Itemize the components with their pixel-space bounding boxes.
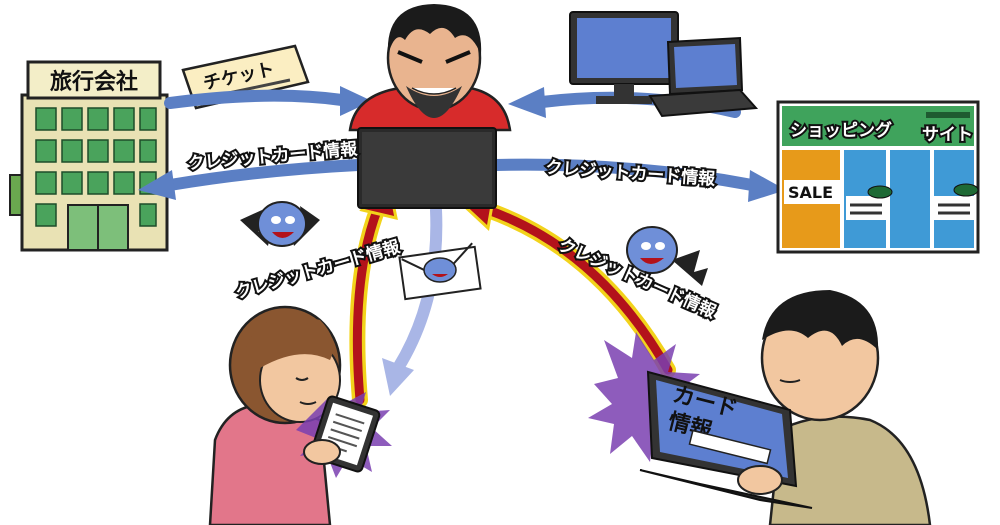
- arrow-head: [340, 86, 372, 116]
- sale-label: SALE: [788, 183, 833, 202]
- arrow-head: [508, 87, 546, 118]
- card-info-label-to-shop: クレジットカード情報: [545, 157, 717, 190]
- email-arrow: [382, 204, 443, 396]
- hacker-laptop: [357, 127, 497, 209]
- building-windows: [35, 107, 157, 227]
- bat-virus-left: [240, 201, 320, 247]
- woman: [208, 305, 342, 525]
- bat-virus-right: [626, 226, 708, 286]
- smartphone: [303, 395, 381, 473]
- arrow-hacker-to-shop: [489, 158, 758, 191]
- card-info-label-smartphone: クレジットカード情報: [233, 236, 403, 303]
- small-laptop: [648, 36, 759, 118]
- hacker: [348, 4, 512, 132]
- shopping-subtitle: サイト: [922, 125, 973, 145]
- arrow-ticket-to-hacker: [164, 89, 348, 109]
- shopping-site: ショッピング サイト SALE: [776, 100, 980, 254]
- travel-agency-building: 旅行会社: [9, 60, 169, 252]
- arrow-hacker-to-travel: [164, 159, 364, 191]
- man-laptop: カード 情報: [639, 370, 813, 509]
- man: [760, 290, 932, 525]
- email-envelope: [398, 242, 482, 301]
- shopping-title: ショッピング: [790, 120, 892, 141]
- travel-agency-label: 旅行会社: [50, 69, 138, 95]
- arrow-head: [748, 170, 786, 202]
- desktop-monitor: [569, 11, 679, 104]
- arrow-head: [138, 170, 176, 200]
